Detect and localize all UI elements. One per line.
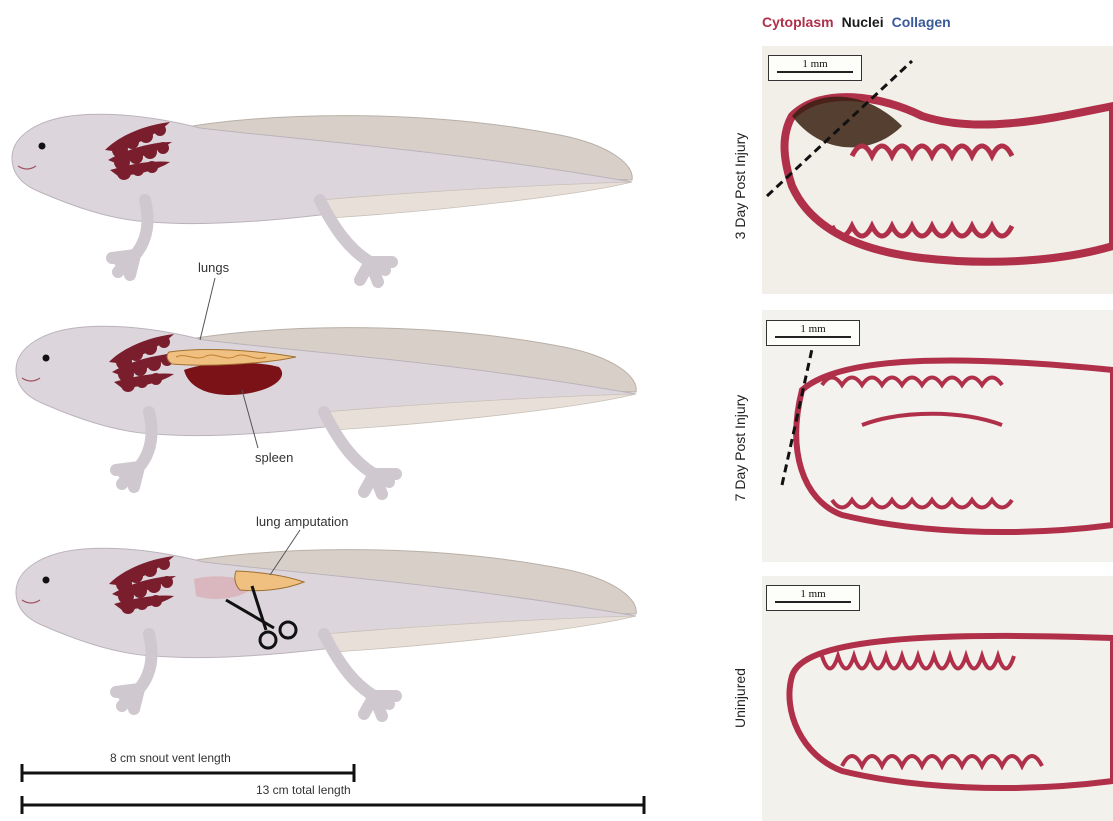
total-length-label: 13 cm total length [256, 783, 351, 797]
scale-bar-7-day: 1 mm [766, 320, 860, 346]
panel-label-3-day: 3 Day Post Injury [732, 116, 748, 256]
legend-nuclei: Nuclei [842, 14, 884, 30]
histology-3-day [762, 46, 1113, 294]
lung-amputation-label: lung amputation [256, 514, 349, 529]
lungs-label: lungs [198, 260, 229, 275]
histology-uninjured [762, 576, 1113, 821]
scale-bar-uninjured: 1 mm [766, 585, 860, 611]
total-length-bar [22, 796, 644, 814]
scale-bar-3-day: 1 mm [768, 55, 862, 81]
panel-label-uninjured: Uninjured [732, 628, 748, 768]
panel-label-7-day: 7 Day Post Injury [732, 378, 748, 518]
snout-vent-label: 8 cm snout vent length [110, 751, 231, 765]
stain-legend: Cytoplasm Nuclei Collagen [762, 14, 959, 30]
spleen-label: spleen [255, 450, 293, 465]
axolotl-intact [12, 114, 632, 282]
axolotl-amputation [16, 548, 636, 716]
axolotl-organs [16, 326, 636, 494]
legend-collagen: Collagen [892, 14, 951, 30]
legend-cytoplasm: Cytoplasm [762, 14, 834, 30]
histology-7-day [762, 310, 1113, 562]
snout-vent-bar [22, 764, 354, 782]
